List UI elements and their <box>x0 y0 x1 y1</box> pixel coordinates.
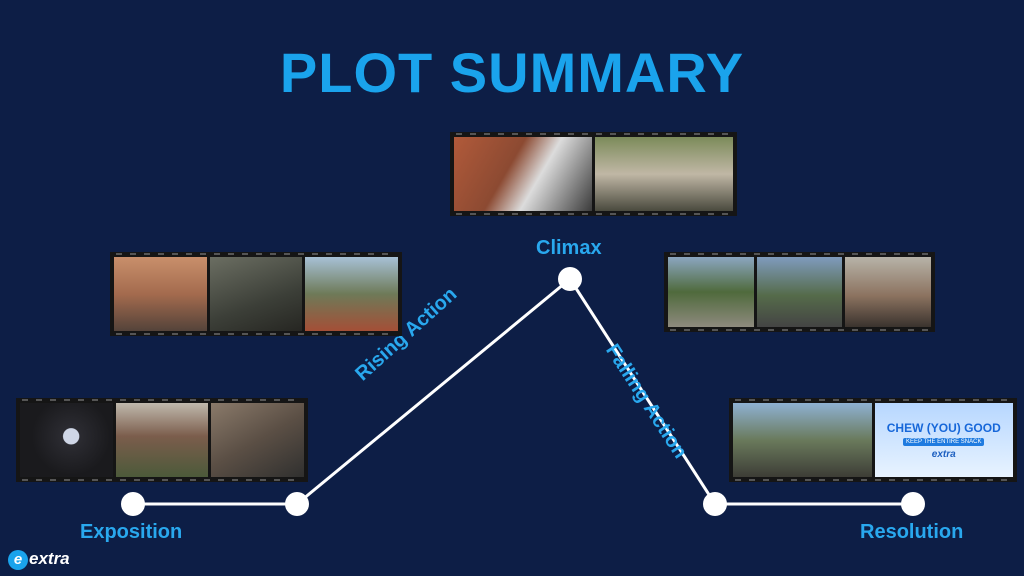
film-frame <box>115 403 209 477</box>
promo-headline: CHEW (YOU) GOOD <box>886 420 1001 435</box>
film-frame <box>114 257 207 331</box>
node-falling-end <box>703 492 727 516</box>
film-frame <box>733 403 872 477</box>
film-frame <box>211 403 305 477</box>
film-strip-exposition <box>16 398 308 482</box>
label-exposition: Exposition <box>80 521 183 543</box>
node-resolution <box>901 492 925 516</box>
film-frame <box>454 137 592 211</box>
promo-frame: CHEW (YOU) GOOD KEEP THE ENTIRE SNACK ex… <box>874 403 1013 477</box>
promo-subline: KEEP THE ENTIRE SNACK <box>903 437 985 446</box>
film-strip-climax <box>450 132 737 216</box>
film-strip-falling-action <box>664 252 935 332</box>
node-rising-start <box>285 492 309 516</box>
film-strip-rising-action <box>110 252 402 336</box>
film-frame <box>209 257 303 331</box>
page-title: PLOT SUMMARY <box>279 41 745 104</box>
brand-logo-icon: e <box>8 550 28 570</box>
label-climax: Climax <box>536 237 602 259</box>
label-resolution: Resolution <box>860 521 964 543</box>
film-frame <box>305 257 399 331</box>
film-frame <box>756 257 843 327</box>
node-exposition <box>121 492 145 516</box>
promo-brand: extra <box>931 448 956 460</box>
film-frame <box>668 257 754 327</box>
brand-logo-text: extra <box>29 549 70 568</box>
node-climax <box>558 267 582 291</box>
film-frame <box>595 137 733 211</box>
film-strip-resolution: CHEW (YOU) GOOD KEEP THE ENTIRE SNACK ex… <box>729 398 1017 482</box>
film-frame <box>845 257 932 327</box>
film-frame <box>20 403 113 477</box>
